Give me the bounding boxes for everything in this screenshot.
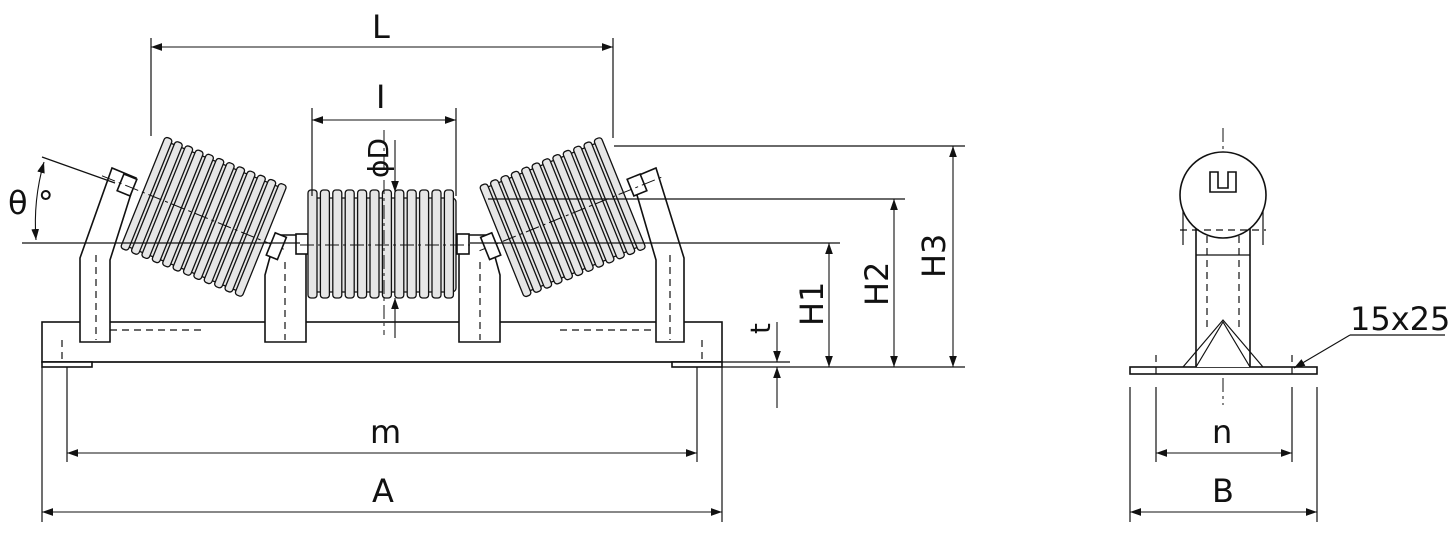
roller-ring bbox=[406, 189, 417, 299]
t-label: t bbox=[744, 323, 777, 334]
roller-ring bbox=[319, 189, 331, 299]
theta-dimension: θ ° bbox=[8, 156, 300, 244]
center-roller bbox=[300, 130, 470, 335]
left-inner-bracket bbox=[264, 233, 309, 343]
H2-label: H2 bbox=[858, 262, 896, 306]
roller-ring bbox=[431, 189, 442, 299]
right-wing-roller bbox=[479, 137, 666, 298]
roller-ring bbox=[344, 189, 355, 299]
left-wing-roller bbox=[101, 136, 288, 297]
right-outer-bracket bbox=[626, 166, 685, 343]
roller-ring bbox=[381, 189, 393, 299]
roller-ring bbox=[332, 189, 343, 299]
I-dimension: I bbox=[311, 78, 457, 196]
roller-ring bbox=[443, 189, 455, 299]
roller-ring bbox=[356, 189, 368, 299]
phiD-dimension: ϕD bbox=[362, 138, 399, 338]
height-dimensions: H1 H2 H3 bbox=[470, 145, 965, 368]
A-label: A bbox=[372, 472, 394, 510]
roller-ring bbox=[307, 189, 318, 299]
side-view: 15x25 n B bbox=[1129, 128, 1450, 522]
I-label: I bbox=[376, 78, 385, 116]
n-dimension: n bbox=[1155, 387, 1293, 462]
base-frame bbox=[41, 321, 723, 368]
L-label: L bbox=[372, 8, 390, 46]
A-dimension: A bbox=[41, 367, 723, 522]
theta-label: θ ° bbox=[8, 184, 54, 222]
slot-callout: 15x25 bbox=[1293, 300, 1450, 369]
left-outer-bracket bbox=[79, 166, 138, 343]
B-dimension: B bbox=[1129, 387, 1318, 522]
front-view: θ ° L I ϕD bbox=[8, 8, 965, 522]
phiD-label: ϕD bbox=[362, 138, 395, 178]
n-label: n bbox=[1212, 413, 1232, 451]
roller-ring bbox=[369, 189, 380, 299]
H1-label: H1 bbox=[793, 282, 831, 326]
L-dimension: L bbox=[150, 8, 614, 138]
m-label: m bbox=[370, 413, 401, 451]
slot-label: 15x25 bbox=[1350, 300, 1450, 338]
t-dimension: t bbox=[722, 322, 790, 408]
roller-ring bbox=[394, 189, 405, 299]
roller-ring bbox=[418, 189, 430, 299]
m-dimension: m bbox=[66, 367, 698, 462]
H3-label: H3 bbox=[915, 234, 953, 278]
right-inner-bracket bbox=[456, 233, 501, 343]
B-label: B bbox=[1212, 472, 1234, 510]
